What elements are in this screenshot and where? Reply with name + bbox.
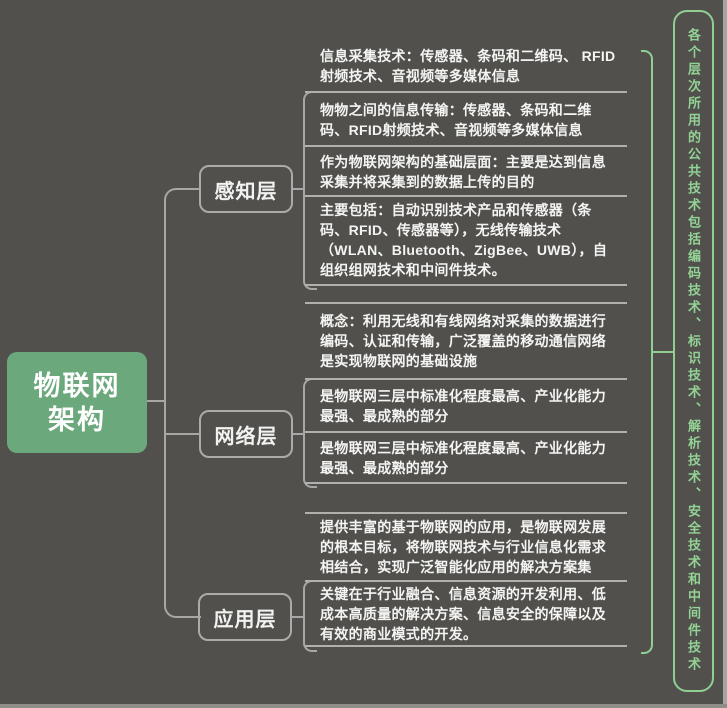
topic-network-standardization-1[interactable]: 是物联网三层中标准化程度最高、产业化能力最强、最成熟的部分: [305, 381, 627, 430]
topic-text: 是物联网三层中标准化程度最高、产业化能力最强、最成熟的部分: [320, 387, 606, 424]
connector-perception-stub: [292, 188, 305, 190]
topic-text: 信息采集技术：传感器、条码和二维码、 RFID射频技术、音视频等多媒体信息: [320, 48, 616, 84]
connector-application-stub: [292, 616, 305, 618]
topic-application-key-points[interactable]: 关键在于行业融合、信息资源的开发利用、低成本高质量的解决方案、信息安全的保障以及…: [305, 583, 627, 644]
window-edge-bottom: [0, 704, 727, 708]
branch-node-perception-layer[interactable]: 感知层: [199, 165, 293, 213]
connector-network-stub: [293, 433, 305, 435]
topic-text: 关键在于行业融合、信息资源的开发利用、低成本高质量的解决方案、信息安全的保障以及…: [320, 585, 606, 642]
connector-root-stub: [147, 400, 166, 402]
topic-perception-info-transfer[interactable]: 物物之间的信息传输：传感器、条码和二维码、RFID射频技术、音视频等多媒体信息: [305, 94, 627, 145]
separator: [305, 431, 627, 433]
branch-node-perception-label: 感知层: [214, 180, 278, 203]
topic-network-concept[interactable]: 概念：利用无线和有线网络对采集的数据进行编码、认证和传输，广泛覆盖的移动通信网络…: [305, 304, 627, 377]
separator: [305, 512, 627, 514]
topic-text: 物物之间的信息传输：传感器、条码和二维码、RFID射频技术、音视频等多媒体信息: [320, 101, 592, 138]
connector-branch-application: [164, 592, 201, 618]
branch-node-network-label: 网络层: [214, 425, 278, 448]
branch-node-application-layer[interactable]: 应用层: [198, 593, 292, 641]
separator: [305, 378, 627, 380]
topic-perception-info-collection[interactable]: 信息采集技术：传感器、条码和二维码、 RFID射频技术、音视频等多媒体信息: [305, 40, 627, 92]
summary-node-common-technologies[interactable]: 各个层次所用的公共技术包括编码技术、标识技术、解析技术、安全技术和中间件技术: [673, 10, 714, 692]
root-node-iot-architecture[interactable]: 物联网 架构: [7, 352, 147, 453]
topic-text: 概念：利用无线和有线网络对采集的数据进行编码、认证和传输，广泛覆盖的移动通信网络…: [320, 312, 606, 369]
separator: [305, 145, 627, 147]
separator: [305, 91, 627, 93]
topic-text: 是物联网三层中标准化程度最高、产业化能力最强、最成熟的部分: [320, 439, 606, 476]
separator: [305, 284, 627, 286]
topic-perception-base-layer[interactable]: 作为物联网架构的基础层面：主要是达到信息采集并将采集到的数据上传的目的: [305, 148, 627, 195]
topic-text: 主要包括：自动识别技术产品和传感器（条码、RFID、传感器等），无线传输技术（W…: [320, 202, 608, 278]
root-node-label-line1: 物联网: [33, 370, 121, 401]
connector-branch-network: [166, 433, 199, 435]
branch-node-network-layer[interactable]: 网络层: [199, 410, 293, 458]
separator: [305, 195, 627, 197]
window-edge-right: [723, 0, 727, 708]
separator: [305, 580, 627, 582]
topic-perception-main-include[interactable]: 主要包括：自动识别技术产品和传感器（条码、RFID、传感器等），无线传输技术（W…: [305, 198, 627, 282]
connector-branch-perception: [164, 188, 201, 214]
topic-text: 作为物联网架构的基础层面：主要是达到信息采集并将采集到的数据上传的目的: [320, 153, 606, 190]
topic-text: 提供丰富的基于物联网的应用，是物联网发展的根本目标，将物联网技术与行业信息化需求…: [320, 518, 606, 575]
root-node-label-line2: 架构: [48, 404, 106, 435]
separator: [305, 302, 627, 304]
summary-text: 各个层次所用的公共技术包括编码技术、标识技术、解析技术、安全技术和中间件技术: [686, 28, 701, 674]
separator: [305, 482, 627, 484]
topic-network-standardization-2[interactable]: 是物联网三层中标准化程度最高、产业化能力最强、最成熟的部分: [305, 434, 627, 481]
topic-application-solutions[interactable]: 提供丰富的基于物联网的应用，是物联网发展的根本目标，将物联网技术与行业信息化需求…: [305, 514, 627, 579]
branch-node-application-label: 应用层: [213, 608, 277, 631]
summary-bracket-tick: [652, 351, 673, 353]
separator: [305, 645, 627, 647]
connector-root-rail: [164, 200, 166, 604]
